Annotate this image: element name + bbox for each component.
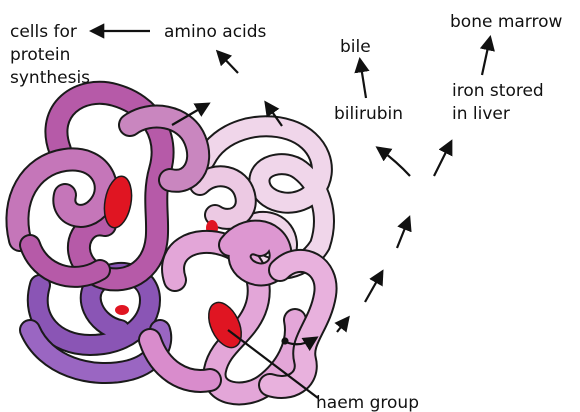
arrow-to-iron (434, 142, 451, 176)
haem-group-hidden (115, 305, 129, 315)
label-amino-acids: amino acids (164, 22, 267, 42)
arrow-split-stem (397, 218, 409, 248)
label-cells-line2: protein (10, 45, 70, 65)
label-cells-line3: synthesis (10, 68, 90, 88)
haem-pointer-dot (283, 339, 288, 344)
label-iron-line1: iron stored (452, 81, 544, 101)
subunit-purple (30, 273, 161, 373)
label-bilirubin: bilirubin (334, 104, 403, 124)
arrow-amino-1 (218, 52, 238, 73)
arrow-to-bile (360, 60, 366, 98)
label-iron-line2: in liver (452, 104, 510, 124)
label-cells-line1: cells for (10, 22, 77, 42)
arrow-to-bilirubin (378, 148, 410, 176)
arrow-chain-1 (337, 318, 348, 332)
label-bile: bile (340, 37, 371, 57)
arrow-to-bone-marrow (482, 38, 490, 75)
label-bone-marrow: bone marrow (450, 12, 563, 32)
subunit-medium-pink (150, 232, 326, 394)
haemoglobin-molecule (17, 93, 325, 394)
arrow-chain-2 (365, 272, 382, 302)
label-haem-group: haem group (316, 393, 419, 412)
